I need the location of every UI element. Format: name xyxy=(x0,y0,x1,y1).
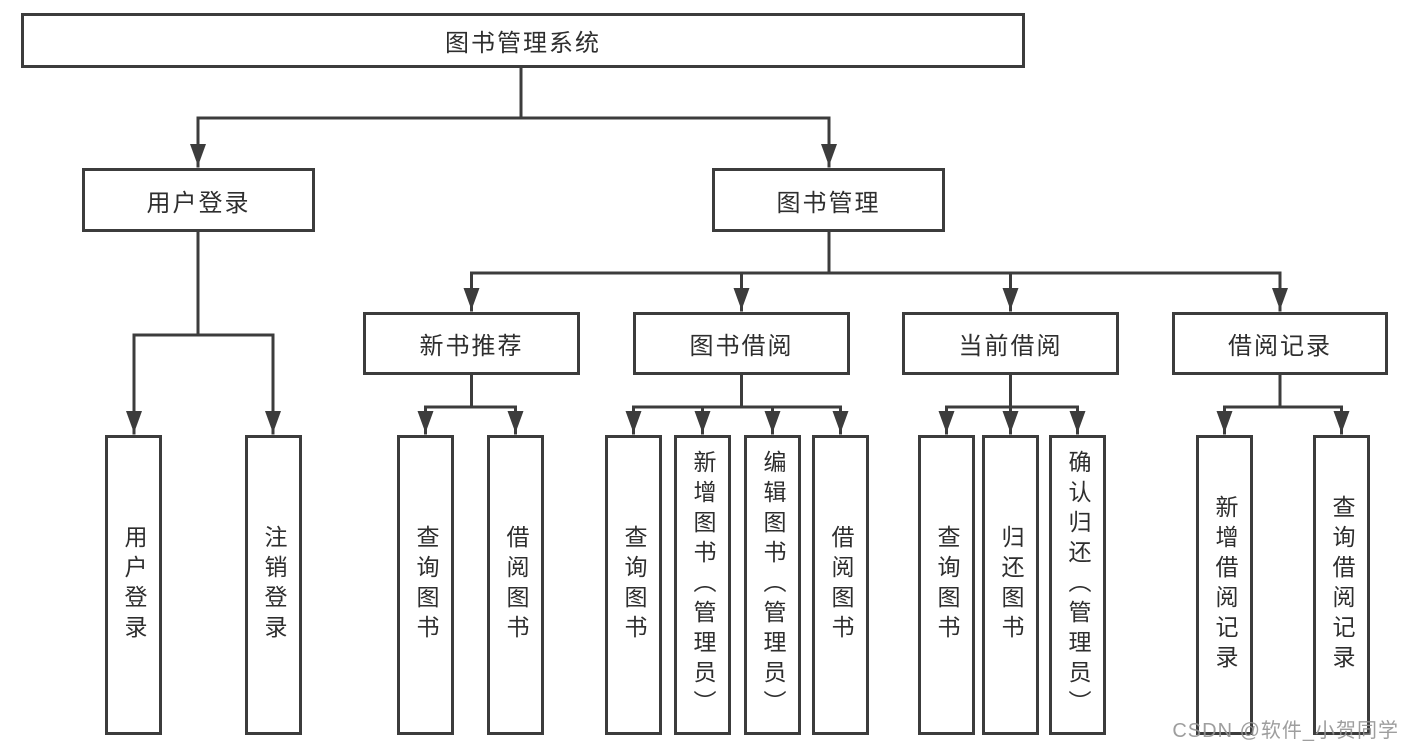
leaf-label: 归还图书 xyxy=(998,525,1024,645)
node-label: 图书借阅 xyxy=(689,333,794,360)
node-label: 用户登录 xyxy=(146,189,251,217)
connector-current-bus xyxy=(945,373,1079,409)
leaf-label: 编辑图书（管理员） xyxy=(760,450,786,720)
leaf-label: 查询图书 xyxy=(621,525,647,645)
node-label: 当前借阅 xyxy=(958,333,1063,360)
leaf-label: 借阅图书 xyxy=(828,525,854,645)
node-label: 图书管理系统 xyxy=(445,30,601,57)
leaf-return-books: 归还图书 xyxy=(982,435,1039,735)
leaf-label: 查询图书 xyxy=(413,525,439,645)
node-book-management: 图书管理 xyxy=(712,168,945,232)
leaf-confirm-return-admin: 确认归还（管理员） xyxy=(1049,435,1106,735)
connector-login-bus xyxy=(132,230,275,337)
node-user-login: 用户登录 xyxy=(82,168,315,232)
leaf-label: 新增借阅记录 xyxy=(1212,495,1238,675)
node-root: 图书管理系统 xyxy=(21,13,1025,68)
connector-recommend-bus xyxy=(424,373,517,409)
node-current-borrowing: 当前借阅 xyxy=(902,312,1119,375)
leaf-label: 注销登录 xyxy=(261,525,287,645)
connector-root-bus xyxy=(196,66,831,120)
leaf-query-books-recommend: 查询图书 xyxy=(397,435,454,735)
node-borrowing-records: 借阅记录 xyxy=(1172,312,1388,375)
leaf-query-books-current: 查询图书 xyxy=(918,435,975,735)
node-new-book-recommend: 新书推荐 xyxy=(363,312,580,375)
leaf-logout: 注销登录 xyxy=(245,435,302,735)
leaf-add-borrow-record: 新增借阅记录 xyxy=(1196,435,1253,735)
leaf-borrow-books-borrowing: 借阅图书 xyxy=(812,435,869,735)
leaf-user-login: 用户登录 xyxy=(105,435,162,735)
leaf-query-books-borrowing: 查询图书 xyxy=(605,435,662,735)
node-label: 新书推荐 xyxy=(419,333,524,360)
leaf-add-books-admin: 新增图书（管理员） xyxy=(674,435,731,735)
leaf-query-borrow-record: 查询借阅记录 xyxy=(1313,435,1370,735)
connector-borrowing-bus xyxy=(632,373,842,409)
node-book-borrowing: 图书借阅 xyxy=(633,312,850,375)
leaf-label: 确认归还（管理员） xyxy=(1065,450,1091,720)
csdn-watermark: CSDN @软件_小贺同学 xyxy=(1172,720,1399,742)
connector-lines xyxy=(126,66,1350,435)
leaf-label: 查询借阅记录 xyxy=(1329,495,1355,675)
leaf-label: 查询图书 xyxy=(934,525,960,645)
leaf-label: 借阅图书 xyxy=(503,525,529,645)
leaf-label: 用户登录 xyxy=(121,525,147,645)
connector-records-bus xyxy=(1223,373,1343,409)
leaf-borrow-books-recommend: 借阅图书 xyxy=(487,435,544,735)
connector-mgmt-bus xyxy=(470,230,1282,275)
leaf-edit-books-admin: 编辑图书（管理员） xyxy=(744,435,801,735)
leaf-label: 新增图书（管理员） xyxy=(690,450,716,720)
node-label: 图书管理 xyxy=(776,189,881,217)
node-label: 借阅记录 xyxy=(1228,333,1332,360)
